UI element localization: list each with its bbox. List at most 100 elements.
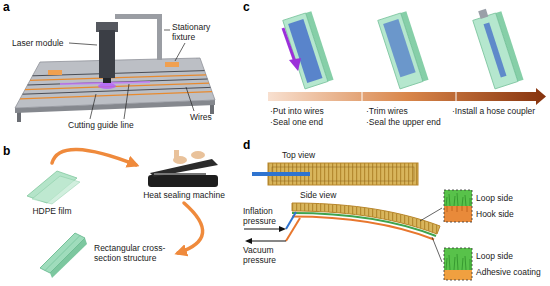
actuator-step-2 (378, 13, 423, 89)
actuator-step-1 (283, 13, 328, 89)
timeline-arrow (456, 92, 457, 101)
pressure-arrows (244, 226, 286, 244)
layer-label: Loop side (476, 251, 513, 261)
actuator-step-3 (478, 9, 488, 19)
part-label: Laser module (12, 38, 64, 48)
structure-step: Rectangular cross-section structure (35, 228, 174, 278)
actuator-step-2 (383, 19, 416, 77)
panel-letter: d (243, 139, 250, 152)
zoom-leaders (420, 208, 442, 262)
hook-loop-detail (444, 190, 472, 206)
layer-label: Adhesive coating (476, 267, 541, 277)
panel-letter: b (3, 145, 10, 158)
step-label: ·Seal the upper end (366, 117, 441, 127)
side-view-actuator (292, 217, 434, 240)
hdpe-film-picture (32, 176, 80, 204)
stationary-fixture (48, 70, 62, 75)
side-view-actuator (286, 218, 300, 241)
pressure-arrows (245, 238, 252, 244)
actuator-step-1 (288, 19, 322, 83)
leader-lines (90, 94, 96, 119)
timeline-arrow (268, 88, 546, 105)
hook-loop-detail (444, 206, 472, 222)
timeline-arrow (268, 88, 546, 105)
part-label: Wires (190, 112, 212, 122)
stationary-fixture (157, 14, 162, 60)
wires (20, 75, 212, 99)
stationary-fixture (165, 62, 179, 67)
actuator-step-1 (283, 11, 334, 89)
node-text-group: HDPE film (32, 206, 71, 216)
heat-sealer-picture (191, 151, 205, 159)
cutting-guide-lines (23, 71, 211, 95)
actuator-step-3 (483, 22, 506, 77)
leader-lines (164, 30, 170, 31)
top-view-actuator (252, 163, 418, 185)
layer-label: Hook side (476, 209, 514, 219)
view-label: Top view (282, 150, 315, 160)
leader-lines (69, 30, 194, 119)
laser-module (103, 78, 111, 83)
laser-glow (98, 83, 116, 89)
panel-letter: c (243, 1, 250, 14)
purple-arrow (283, 28, 301, 71)
wires (25, 83, 209, 89)
layer-label: Loop side (476, 193, 513, 203)
actuator-step-3 (473, 13, 518, 89)
stationary-fixture (115, 14, 162, 19)
wires (20, 92, 212, 99)
step-label: ·Put into wires (270, 106, 324, 116)
process-arrow (52, 149, 136, 164)
stationary-fixture (48, 14, 179, 75)
actuator-step-2 (378, 11, 429, 89)
node-label: Heat sealing machine (143, 190, 225, 200)
node-text-group: Heat sealing machine (143, 190, 225, 200)
sealer-step: Heat sealing machine (140, 146, 228, 200)
rectangular-tube-picture (40, 233, 85, 273)
view-label: Side view (300, 190, 336, 200)
leader-lines (175, 43, 185, 61)
hdpe-film-picture (22, 166, 82, 206)
process-arrow (178, 203, 203, 253)
adhesive-loop-detail (444, 248, 472, 280)
step-label: ·Trim wires (366, 106, 408, 116)
heat-sealer-picture (140, 146, 228, 190)
part-label: Stationary fixture (172, 22, 222, 42)
pressure-label: Inflation pressure (243, 206, 287, 226)
heat-sealer-picture (154, 173, 206, 175)
purple-arrow (283, 28, 295, 62)
hook-loop-detail (444, 190, 472, 222)
top-view-actuator (252, 172, 310, 176)
film-step: HDPE film (22, 166, 82, 216)
adhesive-loop-detail (444, 248, 472, 270)
panel-letter: a (3, 1, 10, 14)
leader-lines (69, 43, 97, 45)
pressure-arrows (251, 240, 286, 241)
leader-lines (186, 87, 194, 111)
actuator-step-3 (471, 4, 524, 88)
leader-lines (124, 84, 129, 119)
step-label: ·Seal one end (270, 117, 323, 127)
laser-module (96, 22, 118, 83)
node-text-group: Rectangular cross-section structure (94, 243, 174, 263)
laser-module (99, 30, 115, 78)
node-label: HDPE film (32, 206, 71, 216)
purple-arrow (289, 58, 301, 71)
heat-sealer-picture (148, 175, 218, 187)
hook-loop-detail (447, 206, 467, 212)
side-view-actuator (286, 203, 440, 241)
zoom-leaders (432, 237, 442, 262)
pressure-arrows (279, 226, 286, 232)
wires (30, 75, 206, 81)
hook-loop-detail (446, 193, 470, 206)
laser-glow (60, 82, 150, 89)
rectangular-tube-picture (45, 236, 80, 271)
rectangular-tube-picture (35, 228, 90, 278)
heat-sealer-picture (174, 150, 179, 158)
adhesive-loop-detail (444, 270, 472, 280)
pressure-arrows (244, 228, 280, 229)
node-label: Rectangular cross-section structure (94, 243, 174, 263)
zoom-leaders (420, 208, 442, 221)
adhesive-loop-detail (444, 248, 472, 280)
